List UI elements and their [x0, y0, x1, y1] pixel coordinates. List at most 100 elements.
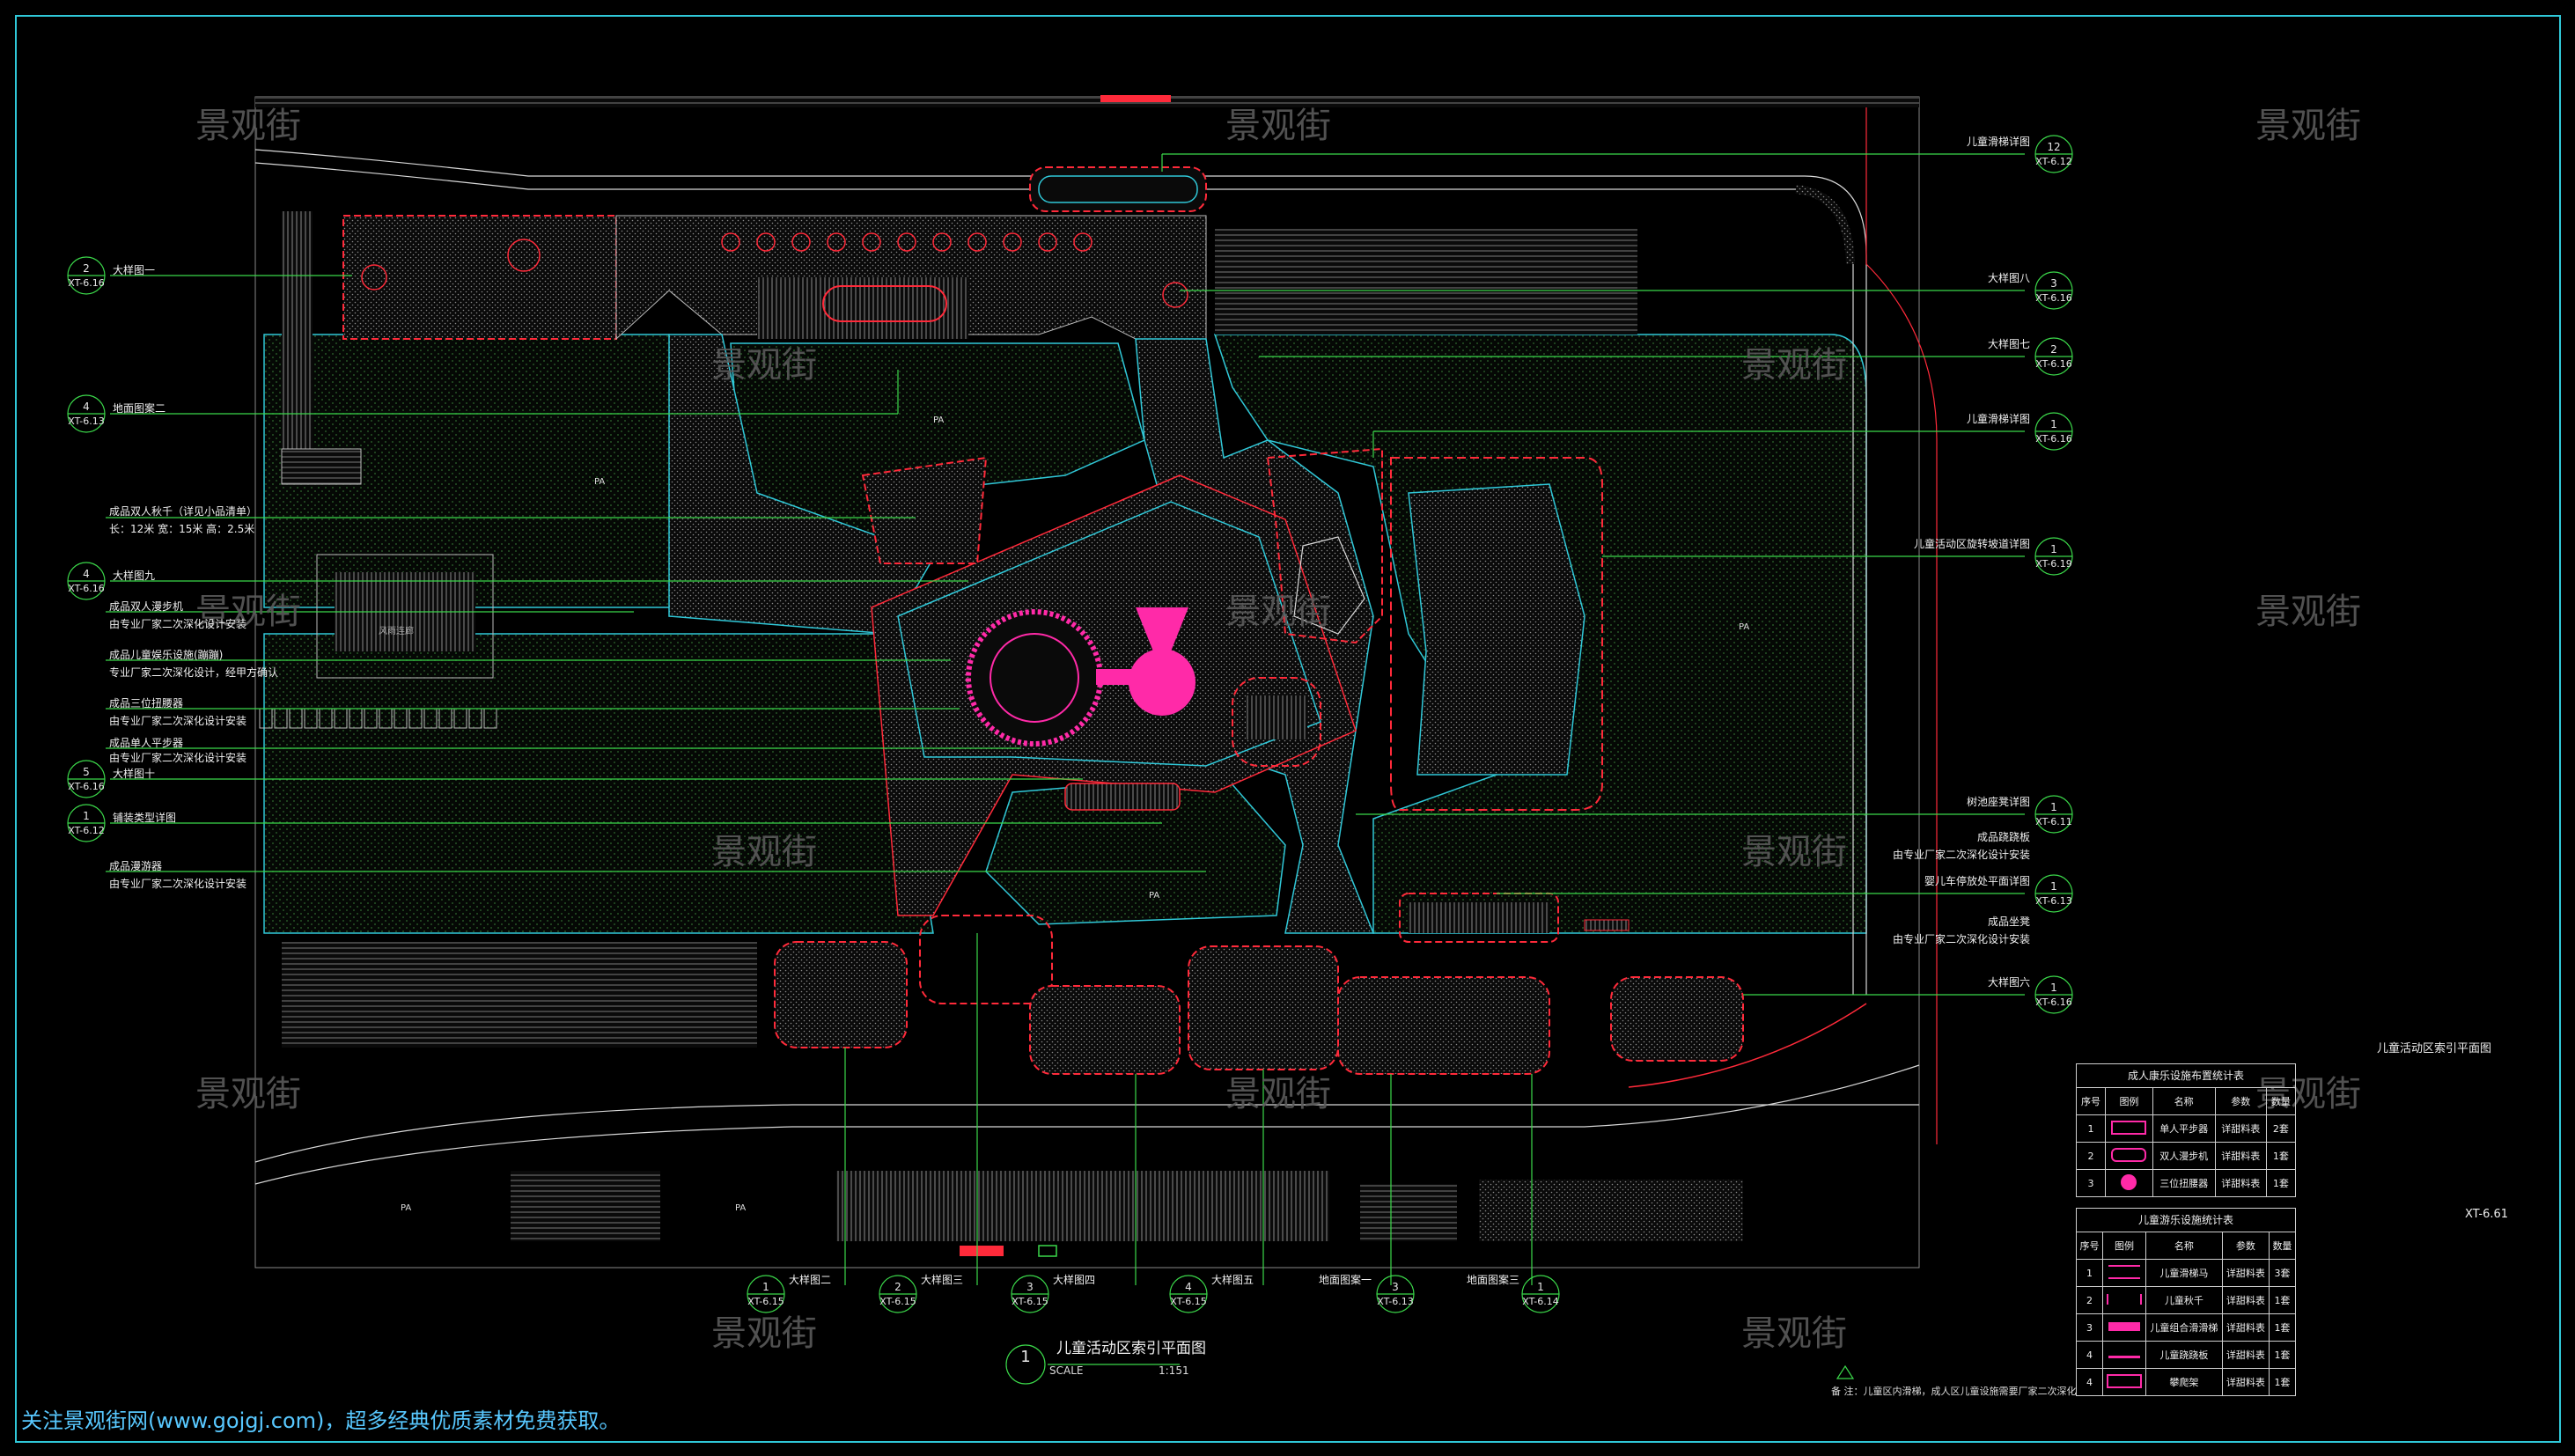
stroller-zone — [1399, 893, 1559, 943]
connector-bridge — [1096, 669, 1136, 685]
watermark: 景观街 — [195, 106, 301, 146]
note-left-7: 成品三位扭腰器 — [109, 697, 184, 710]
note-right-4: 由专业厂家二次深化设计安装 — [1892, 933, 2030, 945]
slide-zone — [1029, 166, 1207, 212]
callout-right-7-label: 婴儿车停放处平面详图 — [1924, 875, 2030, 887]
scale-value: 1:151 — [1159, 1364, 1189, 1377]
callout-right-1-label: 儿童滑梯详图 — [1966, 136, 2030, 148]
walker-symbol-icon — [2111, 1120, 2147, 1135]
north-gate — [1100, 95, 1171, 102]
callout-left-5-label: 铺装类型详图 — [113, 812, 177, 824]
watermark: 景观街 — [1741, 1313, 1847, 1354]
watermark: 景观街 — [2255, 592, 2361, 632]
note-left-4: 由专业厂家二次深化设计安装 — [109, 618, 247, 630]
callout-right-4-label: 儿童滑梯详图 — [1966, 413, 2030, 425]
north-oval — [822, 285, 947, 322]
combo-slide-symbol-icon — [2108, 1321, 2140, 1331]
round-play-structure — [966, 609, 1103, 746]
footer-promo-text: 关注景观街网(www.gojgj.com)，超多经典优质素材免费获取。 — [21, 1408, 621, 1433]
bottom-court-4 — [1479, 1180, 1743, 1241]
slide-shape — [1293, 536, 1365, 635]
detail-zone-1 — [342, 215, 617, 340]
callout-right-2-label: 大样图八 — [1987, 272, 2030, 284]
bench-south — [1584, 919, 1630, 931]
watermark: 景观街 — [195, 1074, 301, 1114]
callout-right-6-label: 树池座凳详图 — [1966, 796, 2030, 808]
callout-right-8-label: 大样图六 — [1987, 976, 2030, 989]
watermark: 景观街 — [2255, 106, 2361, 146]
bottom-court-1 — [511, 1171, 660, 1241]
seesaw-zone — [1232, 677, 1321, 767]
waist-twister-symbol-icon — [2121, 1173, 2137, 1190]
note-left-10: 由专业厂家二次深化设计安装 — [109, 752, 247, 764]
kids-table-title: 儿童游乐设施统计表 — [2076, 1208, 2296, 1232]
pa-labels: PA PA PA PA PA PA — [401, 415, 1749, 1213]
north-strip — [255, 97, 1919, 107]
watermark: 景观街 — [1225, 1074, 1331, 1114]
ramp-zone — [1390, 457, 1603, 811]
climbing-frame-symbol-icon — [2106, 1373, 2142, 1388]
bottom-court-3 — [1360, 1184, 1457, 1241]
drawing-frame — [15, 15, 2561, 1443]
callout-left-3-label: 大样图九 — [113, 570, 156, 582]
pa-label-3: PA — [1149, 891, 1159, 901]
leader-lines — [106, 153, 2025, 1285]
seesaw — [1246, 695, 1307, 739]
watermark: 景观街 — [711, 1313, 817, 1354]
slide-zone-east — [1266, 447, 1383, 644]
hopscotch-zone — [1337, 976, 1550, 1075]
watermark: 景观街 — [711, 345, 817, 386]
pa-label-5: PA — [401, 1203, 411, 1213]
road-edge-1 — [254, 1104, 1919, 1163]
pa-label-1: PA — [594, 477, 605, 487]
pavilion-label: 风雨连廊 — [379, 625, 414, 636]
double-walker-symbol-icon — [2111, 1147, 2147, 1162]
pa-label-2: PA — [933, 415, 944, 425]
west-landing — [281, 448, 362, 485]
seesaw-symbol-icon — [2108, 1355, 2140, 1358]
callout-bottom-4-label: 大样图五 — [1211, 1274, 1254, 1286]
path-edge-1 — [254, 149, 1867, 995]
swing-zone — [861, 456, 988, 564]
west-steps — [282, 211, 313, 449]
sheet-number: XT-6.61 — [2465, 1208, 2509, 1221]
callout-bottom-5-label: 地面图案一 — [1319, 1274, 1372, 1286]
note-left-8: 由专业厂家二次深化设计安装 — [109, 715, 247, 727]
planet-zone-1 — [774, 941, 908, 1048]
rocking-horse-symbol-icon — [2108, 1264, 2140, 1279]
note-right-1: 成品跷跷板 — [1976, 831, 2030, 843]
note-left-5: 成品儿童娱乐设施(蹦蹦) — [109, 649, 224, 661]
pa-label-4: PA — [1739, 622, 1749, 632]
planet-zone-4 — [1188, 945, 1339, 1070]
note-left-3: 成品双人漫步机 — [109, 600, 184, 613]
pavilion — [316, 554, 494, 679]
rotating-ramp — [1408, 483, 1585, 776]
north-circles — [361, 232, 1188, 308]
watermark: 景观街 — [195, 592, 301, 632]
scale-label: SCALE — [1049, 1364, 1084, 1377]
callout-right-5-label: 儿童活动区旋转坡道详图 — [1913, 538, 2030, 550]
drawing-note: 备 注：儿童区内滑梯，成人区儿童设施需要厂家二次深化 — [1831, 1386, 2077, 1397]
